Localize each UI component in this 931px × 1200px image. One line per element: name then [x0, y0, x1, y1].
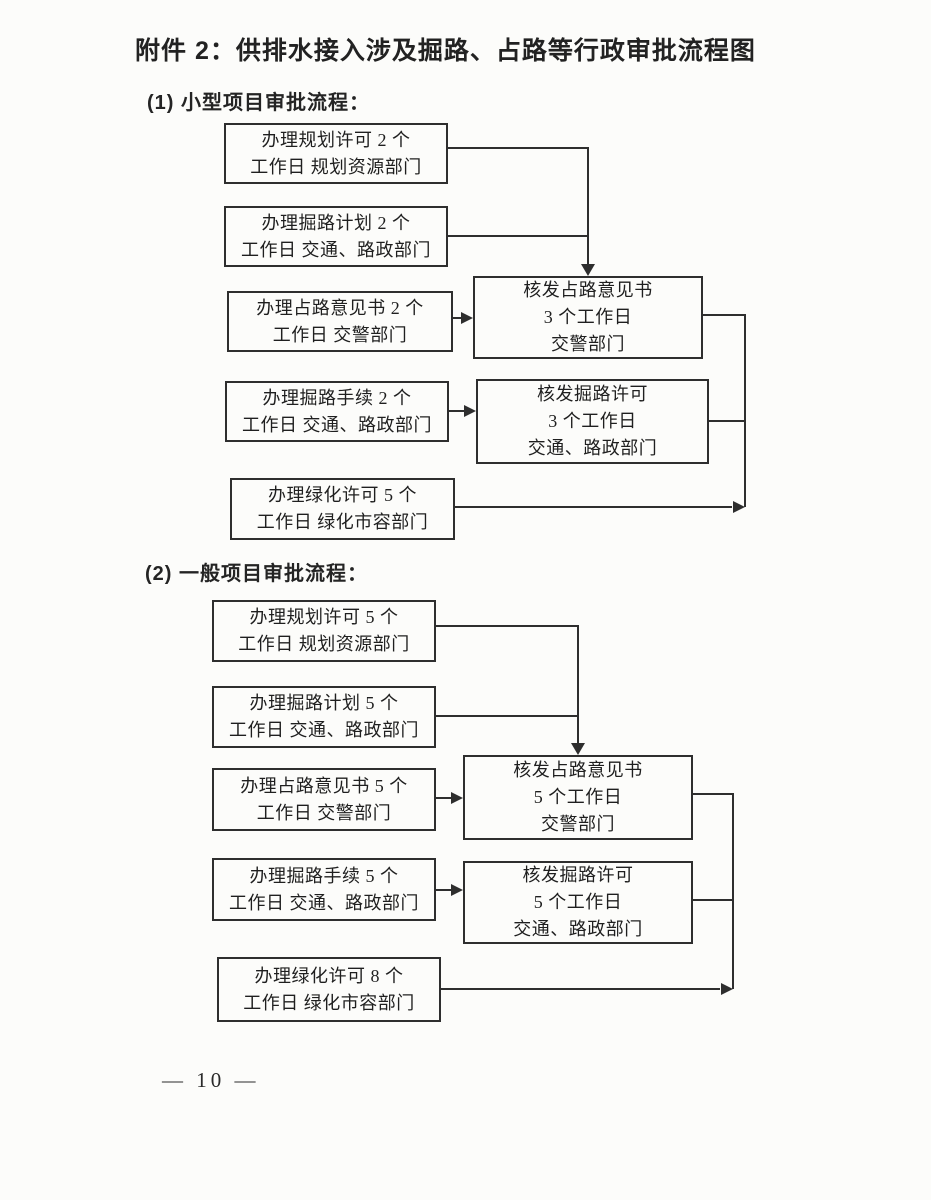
arrowhead-down-into-issue-occupy: [581, 264, 595, 276]
flow2-box-planning-permit: 办理规划许可 5 个 工作日 规划资源部门: [212, 600, 436, 662]
box-line: 3 个工作日: [548, 411, 637, 431]
box-line: 办理掘路手续 5 个: [249, 865, 399, 886]
box-line: 工作日 交警部门: [256, 802, 392, 823]
box-line: 工作日 交通、路政部门: [229, 720, 419, 740]
box-line: 核发占路意见书: [523, 280, 653, 300]
flow1-box-occupy-opinion: 办理占路意见书 2 个 工作日 交警部门: [227, 291, 453, 352]
box-line: 交警部门: [541, 814, 615, 834]
box-line: 办理占路意见书 5 个: [240, 775, 408, 796]
flow1-box-dig-plan: 办理掘路计划 2 个 工作日 交通、路政部门: [224, 206, 448, 267]
arrowhead-down-into-issue-occupy: [571, 743, 585, 755]
arrowhead-right-into-issue-dig: [464, 405, 476, 417]
arrowhead-right-final: [721, 983, 733, 995]
box-line: 核发占路意见书: [513, 760, 643, 780]
box-line: 工作日 交警部门: [272, 324, 408, 345]
box-line: 办理占路意见书 2 个: [256, 297, 424, 318]
box-line: 工作日 交通、路政部门: [242, 414, 432, 435]
box-line: 办理规划许可 5 个: [249, 607, 399, 627]
box-line: 办理绿化许可 8 个: [254, 965, 404, 986]
flow2-box-issue-occupy-opinion: 核发占路意见书 5 个工作日 交警部门: [463, 755, 693, 840]
page-number: — 10 —: [162, 1068, 260, 1092]
box-line: 交警部门: [551, 334, 625, 354]
box-line: 办理规划许可 2 个: [261, 129, 411, 150]
box-line: 交通、路政部门: [513, 919, 643, 939]
box-line: 办理掘路计划 2 个: [261, 212, 411, 233]
box-line: 办理掘路计划 5 个: [249, 693, 399, 713]
connector-plan-to-rail: [436, 625, 579, 743]
section-heading-general-projects: (2) 一般项目审批流程：: [145, 563, 368, 585]
section-heading-small-projects: (1) 小型项目审批流程：: [147, 92, 370, 114]
flow1-box-greening-permit: 办理绿化许可 5 个 工作日 绿化市容部门: [230, 478, 455, 540]
flow2-box-issue-dig-permit: 核发掘路许可 5 个工作日 交通、路政部门: [463, 861, 693, 944]
connector-issue-occupy-to-right-rail: [693, 793, 734, 989]
box-line: 核发掘路许可: [537, 384, 648, 404]
box-line: 工作日 规划资源部门: [250, 156, 422, 177]
box-line: 核发掘路许可: [522, 865, 634, 885]
flow1-box-dig-procedure: 办理掘路手续 2 个 工作日 交通、路政部门: [225, 381, 449, 442]
flow2-box-greening-permit: 办理绿化许可 8 个 工作日 绿化市容部门: [217, 957, 441, 1022]
box-line: 5 个工作日: [533, 787, 623, 807]
flow1-box-issue-dig-permit: 核发掘路许可 3 个工作日 交通、路政部门: [476, 379, 709, 464]
box-line: 3 个工作日: [543, 307, 633, 327]
box-line: 工作日 交通、路政部门: [241, 239, 431, 260]
box-line: 5 个工作日: [533, 892, 623, 912]
connector-plan-to-rail: [448, 147, 589, 264]
arrowhead-right-into-issue-occupy: [461, 312, 473, 324]
document-title: 附件 2：供排水接入涉及掘路、占路等行政审批流程图: [135, 37, 756, 65]
box-line: 交通、路政部门: [527, 438, 658, 458]
flow2-box-occupy-opinion: 办理占路意见书 5 个 工作日 交警部门: [212, 768, 436, 831]
flow1-box-issue-occupy-opinion: 核发占路意见书 3 个工作日 交警部门: [473, 276, 703, 359]
arrowhead-right-into-issue-occupy: [451, 792, 463, 804]
flow1-box-planning-permit: 办理规划许可 2 个 工作日 规划资源部门: [224, 123, 448, 184]
arrowhead-right-into-issue-dig: [451, 884, 463, 896]
connector-issue-occupy-to-right-rail: [703, 314, 746, 507]
box-line: 工作日 规划资源部门: [238, 634, 410, 654]
arrowhead-right-final: [733, 501, 745, 513]
flow2-box-dig-plan: 办理掘路计划 5 个 工作日 交通、路政部门: [212, 686, 436, 748]
box-line: 工作日 绿化市容部门: [243, 992, 415, 1013]
box-line: 办理绿化许可 5 个: [268, 485, 417, 505]
box-line: 工作日 交通、路政部门: [229, 892, 419, 913]
box-line: 工作日 绿化市容部门: [256, 512, 429, 532]
box-line: 办理掘路手续 2 个: [262, 387, 412, 408]
flow2-box-dig-procedure: 办理掘路手续 5 个 工作日 交通、路政部门: [212, 858, 436, 921]
